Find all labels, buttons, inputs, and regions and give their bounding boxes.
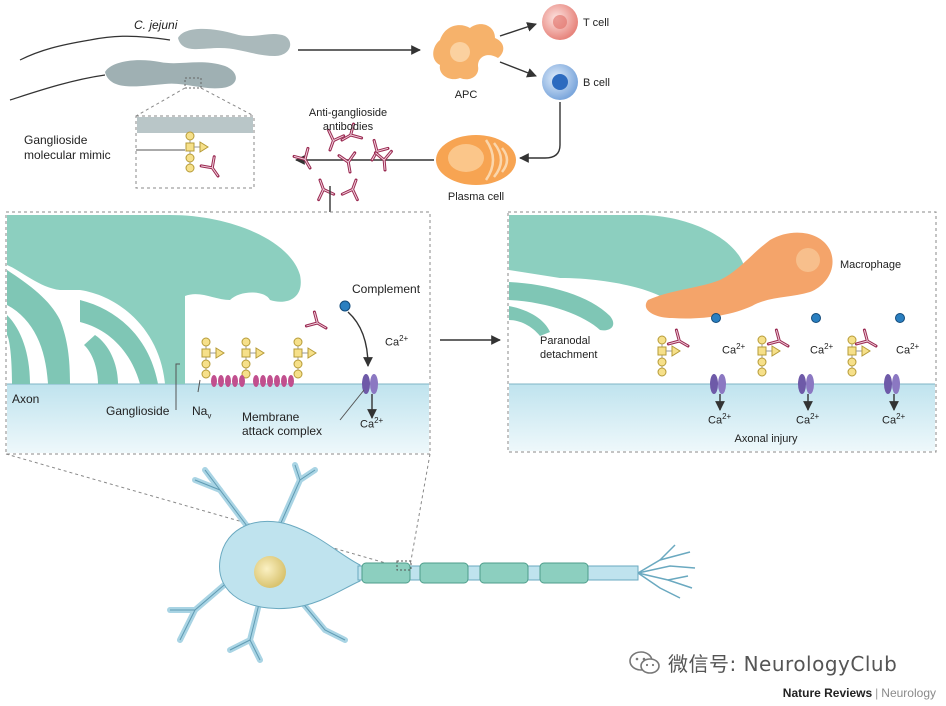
ca-sup: 2+: [722, 412, 732, 421]
ca-text: Ca: [708, 414, 723, 427]
b-cell-label: B cell: [583, 77, 610, 89]
ca-label-r2-bottom: Ca2+: [796, 410, 819, 428]
ca-label-r3-bottom: Ca2+: [882, 410, 905, 428]
ganglioside-label: Ganglioside: [106, 404, 170, 418]
ca-label-left-top: Ca2+: [385, 332, 408, 350]
plasma-cell-label: Plasma cell: [447, 191, 505, 203]
mac-label-1: Membrane: [242, 410, 300, 424]
zoom-line: [5, 453, 397, 567]
publisher-name: Nature Reviews: [782, 686, 873, 700]
antibody-cluster: [292, 122, 395, 202]
ca-text: Ca: [385, 336, 400, 349]
c-jejuni-label: C. jejuni: [134, 18, 178, 32]
ca-text: Ca: [722, 344, 737, 357]
ca-sup: 2+: [810, 412, 820, 421]
mimic-label-2: molecular mimic: [24, 148, 111, 162]
anti-ganglioside-label-1: Anti-ganglioside: [308, 107, 388, 119]
mac-label-2: attack complex: [242, 424, 323, 438]
axon-label: Axon: [12, 392, 40, 406]
ca-label-r1-bottom: Ca2+: [708, 410, 731, 428]
ca-text: Ca: [896, 344, 911, 357]
ca-sup: 2+: [736, 342, 746, 351]
complement-label: Complement: [352, 282, 421, 296]
ca-text: Ca: [810, 344, 825, 357]
axonal-injury-label: Axonal injury: [734, 433, 798, 445]
zoom-line: [200, 87, 255, 117]
ca-sup: 2+: [399, 334, 409, 343]
ca-label-r2-top: Ca2+: [810, 340, 833, 358]
neuron: [167, 462, 696, 663]
ca-sup: 2+: [824, 342, 834, 351]
footer-separator: |: [875, 686, 879, 700]
ca-label-left-bottom: Ca2+: [360, 414, 383, 432]
macrophage-label: Macrophage: [840, 259, 902, 271]
nav-text: Na: [192, 404, 208, 418]
molecular-mimic-inset: [135, 115, 255, 189]
arrow-to-b-cell: [499, 61, 537, 78]
wechat-icon: [629, 651, 660, 674]
right-panel: [507, 211, 937, 453]
watermark: 微信号: NeurologyClub: [668, 652, 898, 676]
anti-ganglioside-label-2: antibodies: [322, 121, 374, 133]
c-jejuni-bacteria: [9, 28, 291, 101]
apc-label: APC: [454, 89, 478, 101]
arrow-to-plasma-cell: [519, 102, 561, 163]
nav-subscript: v: [207, 411, 212, 421]
journal-footer: Nature Reviews|Neurology: [783, 686, 936, 700]
ca-sup: 2+: [374, 416, 384, 425]
ca-sup: 2+: [910, 342, 920, 351]
nav-label: Nav: [192, 404, 211, 423]
apc-cell: [433, 24, 504, 80]
plasma-cell: [436, 135, 516, 185]
ca-label-r3-top: Ca2+: [896, 340, 919, 358]
ca-text: Ca: [796, 414, 811, 427]
zoom-line: [409, 453, 431, 567]
paranodal-label-2: detachment: [540, 349, 598, 361]
ca-label-r1-top: Ca2+: [722, 340, 745, 358]
ca-text: Ca: [360, 418, 375, 431]
paranodal-label-1: Paranodal: [540, 335, 591, 347]
ca-sup: 2+: [896, 412, 906, 421]
zoom-line: [135, 87, 186, 117]
mimic-label-1: Ganglioside: [24, 133, 88, 147]
arrow-to-t-cell: [499, 22, 537, 37]
left-panel: [5, 211, 431, 455]
ca-text: Ca: [882, 414, 897, 427]
t-cell-label: T cell: [583, 17, 610, 29]
journal-name: Neurology: [881, 686, 936, 700]
